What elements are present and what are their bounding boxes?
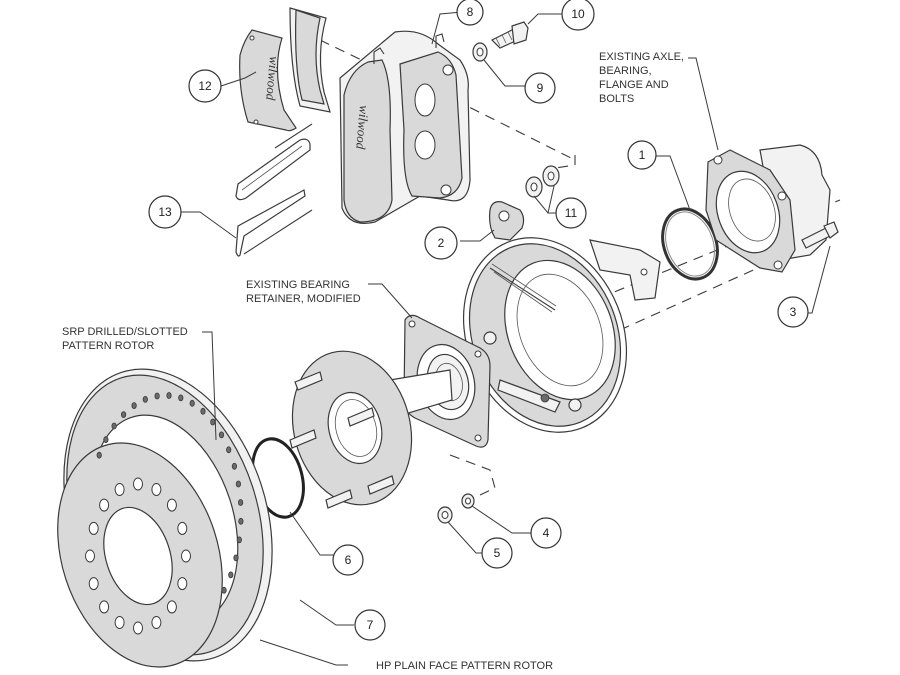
drill-hole — [142, 395, 148, 403]
drill-hole — [228, 571, 234, 579]
callout-13[interactable]: 13 — [148, 195, 182, 229]
svg-text:2: 2 — [438, 236, 445, 250]
lug-nut[interactable] — [437, 506, 453, 524]
caliper-brand-text: wilwood — [353, 105, 372, 151]
callout-4[interactable]: 4 — [530, 517, 562, 549]
label-existing-axle: EXISTING AXLE, BEARING, FLANGE AND BOLTS — [599, 51, 684, 105]
svg-text:9: 9 — [537, 81, 544, 95]
lug-hole — [133, 477, 143, 491]
lug-hole — [177, 577, 188, 591]
drill-hole — [231, 462, 237, 470]
drill-hole — [221, 586, 227, 594]
drill-hole — [218, 431, 225, 439]
drill-hole — [226, 446, 232, 454]
caliper[interactable]: wilwood — [339, 30, 471, 224]
svg-text:10: 10 — [571, 7, 585, 21]
callout-12[interactable]: 12 — [188, 69, 222, 103]
drill-hole — [235, 480, 241, 488]
lug-hole — [151, 483, 162, 496]
rotor-drill-holes — [96, 392, 244, 594]
svg-text:6: 6 — [345, 553, 352, 567]
axle-bolt[interactable] — [801, 221, 839, 249]
caliper-bolt[interactable] — [490, 21, 529, 49]
svg-text:SRP DRILLED/SLOTTED: SRP DRILLED/SLOTTED — [62, 326, 188, 338]
lug-hole — [177, 521, 188, 535]
svg-text:3: 3 — [790, 305, 797, 319]
drill-hole — [166, 392, 172, 399]
svg-text:RETAINER, MODIFIED: RETAINER, MODIFIED — [246, 293, 361, 305]
lock-washer[interactable] — [461, 493, 475, 509]
drill-hole — [111, 422, 117, 430]
drill-hole — [238, 517, 244, 525]
lug-hole — [151, 616, 162, 629]
callout-5[interactable]: 5 — [481, 537, 513, 569]
drill-hole — [210, 418, 216, 426]
callout-7[interactable]: 7 — [354, 609, 386, 641]
lug-hole — [99, 498, 110, 512]
washer[interactable] — [472, 42, 488, 62]
svg-text:11: 11 — [565, 206, 578, 220]
lug-hole — [99, 600, 110, 614]
drill-hole — [200, 407, 206, 415]
lug-hole — [85, 549, 95, 563]
svg-text:8: 8 — [467, 5, 474, 19]
svg-text:1: 1 — [639, 148, 646, 162]
brake-rotor[interactable] — [28, 342, 307, 675]
callout-6[interactable]: 6 — [332, 544, 364, 576]
callout-3[interactable]: 3 — [777, 296, 809, 328]
callout-1[interactable]: 1 — [627, 140, 657, 170]
drill-hole — [178, 394, 184, 402]
svg-text:FLANGE AND: FLANGE AND — [599, 79, 669, 91]
lug-hole — [133, 621, 143, 635]
svg-text:BOLTS: BOLTS — [599, 93, 634, 105]
drill-hole — [154, 392, 160, 400]
callout-2[interactable]: 2 — [424, 226, 458, 260]
drill-hole — [121, 411, 127, 419]
svg-text:HP PLAIN FACE PATTERN ROTOR: HP PLAIN FACE PATTERN ROTOR — [376, 660, 553, 672]
svg-text:BEARING,: BEARING, — [599, 65, 652, 77]
label-hp-rotor: HP PLAIN FACE PATTERN ROTOR — [376, 660, 553, 672]
lug-hole — [114, 616, 125, 629]
lug-hole — [181, 549, 191, 563]
callout-10[interactable]: 10 — [561, 0, 595, 31]
svg-text:PATTERN ROTOR: PATTERN ROTOR — [62, 340, 154, 352]
pad-brand-text: wilwood — [263, 56, 282, 102]
svg-text:12: 12 — [198, 79, 212, 93]
hub-flange[interactable] — [276, 338, 428, 519]
label-srp-rotor: SRP DRILLED/SLOTTED PATTERN ROTOR — [62, 326, 188, 352]
label-bearing-retainer: EXISTING BEARING RETAINER, MODIFIED — [246, 279, 361, 305]
drill-hole — [233, 554, 239, 562]
rotor-lug-holes — [85, 477, 191, 635]
lug-hole — [88, 577, 99, 591]
parking-brake-assembly[interactable] — [435, 213, 655, 457]
drill-hole — [189, 399, 195, 407]
caliper-bracket[interactable] — [488, 201, 661, 301]
callout-8[interactable]: 8 — [456, 0, 484, 26]
bracket-washers[interactable] — [525, 165, 560, 198]
lug-hole — [88, 521, 99, 535]
caliper-shims[interactable] — [235, 123, 313, 257]
svg-text:13: 13 — [158, 205, 172, 219]
callout-9[interactable]: 9 — [524, 72, 556, 104]
lug-hole — [166, 600, 177, 614]
brake-pads[interactable]: wilwood — [239, 7, 331, 132]
svg-text:EXISTING BEARING: EXISTING BEARING — [246, 279, 350, 291]
callout-11[interactable]: 11 — [555, 197, 587, 229]
svg-text:7: 7 — [367, 618, 374, 632]
lug-hole — [114, 483, 125, 496]
wheel-studs — [289, 371, 395, 509]
svg-text:5: 5 — [494, 546, 501, 560]
lug-hole — [166, 498, 177, 512]
drill-hole — [103, 436, 109, 444]
axle-flange[interactable] — [705, 144, 831, 273]
drill-hole — [238, 499, 244, 506]
drill-hole — [236, 536, 242, 544]
drill-hole — [131, 402, 137, 410]
svg-text:4: 4 — [543, 526, 550, 540]
drill-hole — [96, 451, 102, 459]
svg-text:EXISTING AXLE,: EXISTING AXLE, — [599, 51, 684, 63]
callouts: 12 13 8 10 9 11 2 1 3 4 5 6 7 — [148, 0, 809, 641]
